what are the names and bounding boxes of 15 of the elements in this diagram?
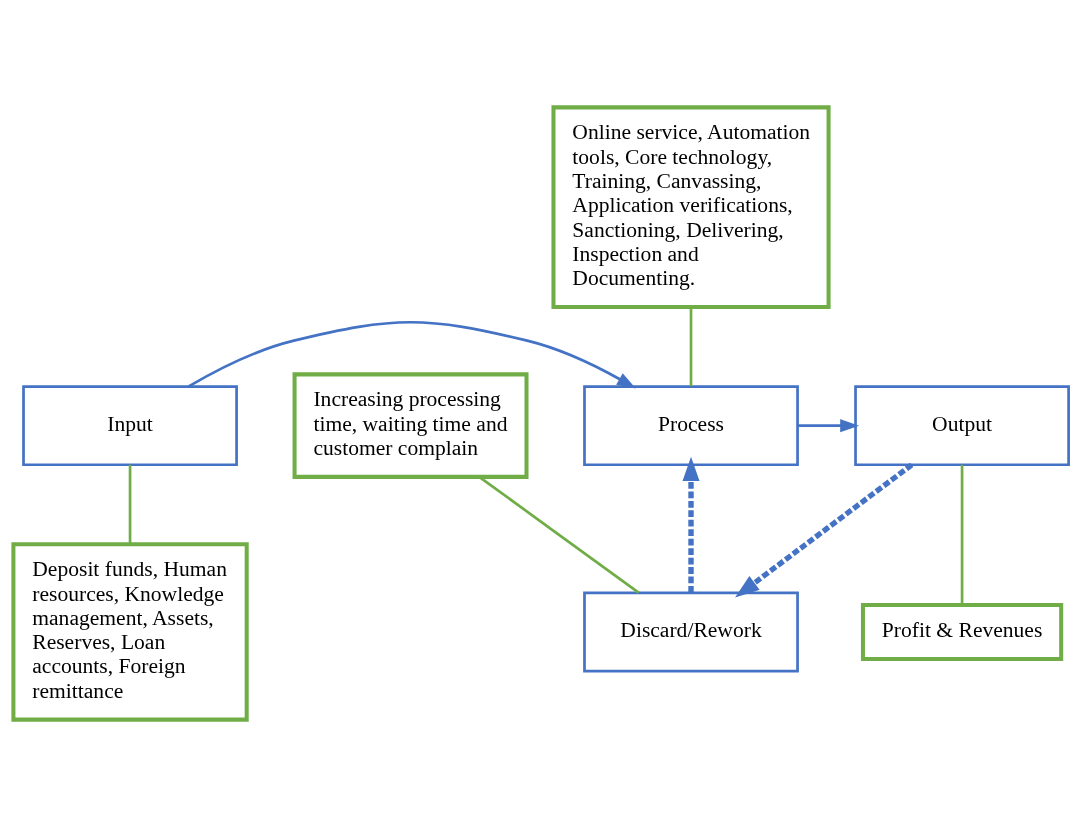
node-box: Output xyxy=(854,384,1070,466)
connector xyxy=(128,464,132,544)
node-box: Input xyxy=(22,384,238,466)
node-box: Profit & Revenues xyxy=(860,602,1064,661)
node-box: Discard/Rework xyxy=(583,591,799,672)
node-box: Deposit funds, Human resources, Knowledge management, Assets, Reserves, Loan accounts, Foreign remittance xyxy=(11,541,249,722)
arrow xyxy=(797,418,860,432)
node-box: Increasing processing time, waiting time and customer complain xyxy=(292,371,529,479)
node-box: Online service, Automation tools, Core technology, Training, Canvassing, Application verifications, Sanctioning, Delivering, Inspection and Documenting. xyxy=(551,104,831,309)
arrow xyxy=(188,320,636,388)
connector xyxy=(689,307,693,386)
arrow xyxy=(735,462,914,598)
connector xyxy=(960,464,964,605)
node-box: Process xyxy=(583,384,799,466)
arrow xyxy=(682,456,700,593)
